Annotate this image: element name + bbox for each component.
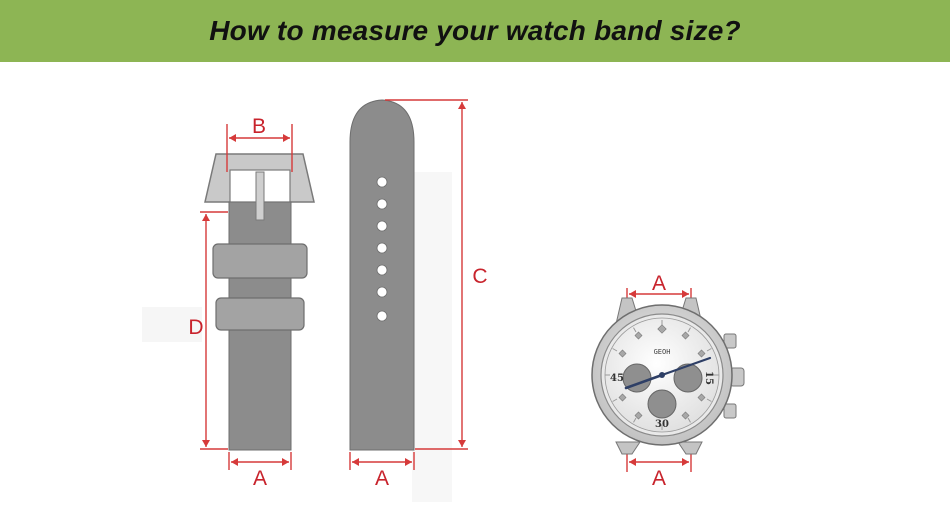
subdial-bottom	[647, 389, 677, 419]
strap-hole	[376, 220, 388, 232]
strap-keeper-lower	[215, 297, 305, 331]
label-b: B	[252, 115, 266, 138]
arrowhead	[629, 458, 636, 466]
arrowhead	[405, 458, 412, 466]
label-a-short-strap: A	[253, 467, 267, 490]
watch: GEOH 45 15 30	[591, 297, 745, 455]
arrowhead	[229, 134, 236, 142]
arrowhead	[202, 440, 210, 447]
label-a-watch-top: A	[652, 272, 666, 295]
short-strap	[204, 153, 315, 451]
label-a-watch-bottom: A	[652, 467, 666, 490]
watch-lug	[615, 441, 641, 455]
strap-hole	[376, 176, 388, 188]
diagram-area: B D C A A A A	[0, 62, 950, 503]
arrowhead	[202, 214, 210, 221]
label-d: D	[188, 316, 203, 339]
subdial-right	[673, 363, 703, 393]
arrowhead	[682, 290, 689, 298]
strap-hole	[376, 310, 388, 322]
label-c: C	[472, 265, 487, 288]
dimension-arrows	[202, 102, 689, 466]
minute-hand	[660, 356, 712, 377]
dimension-lines	[200, 99, 692, 472]
strap-keeper-upper	[212, 243, 308, 279]
page-title: How to measure your watch band size?	[209, 15, 741, 46]
strap-hole	[376, 286, 388, 298]
strap-hole	[376, 242, 388, 254]
hour-hand	[624, 373, 664, 390]
pusher-bottom	[723, 403, 737, 419]
arrowhead	[629, 290, 636, 298]
arrowhead	[458, 440, 466, 447]
watch-lug	[677, 441, 703, 455]
strap-holes	[376, 176, 388, 322]
dial-brand: GEOH	[654, 348, 671, 356]
arrowhead	[283, 134, 290, 142]
buckle-tongue	[255, 171, 265, 221]
header-banner: How to measure your watch band size?	[0, 0, 950, 62]
arrowhead	[231, 458, 238, 466]
arrowhead	[682, 458, 689, 466]
dial-numeral-45: 45	[610, 373, 624, 384]
label-a-long-strap: A	[375, 467, 389, 490]
backdrop-panel	[142, 307, 202, 342]
arrowhead	[352, 458, 359, 466]
hour-markers	[618, 324, 706, 420]
dial-numeral-15: 15	[703, 371, 714, 385]
backdrop-panel	[412, 172, 452, 502]
hand-pivot	[659, 372, 665, 378]
strap-hole	[376, 198, 388, 210]
dial-numeral-30: 30	[655, 419, 669, 430]
strap-hole	[376, 264, 388, 276]
long-strap	[349, 99, 415, 451]
arrowhead	[458, 102, 466, 109]
dial-ticks	[605, 320, 719, 430]
arrowhead	[282, 458, 289, 466]
measurement-diagram: B D C A A A A	[142, 99, 745, 502]
